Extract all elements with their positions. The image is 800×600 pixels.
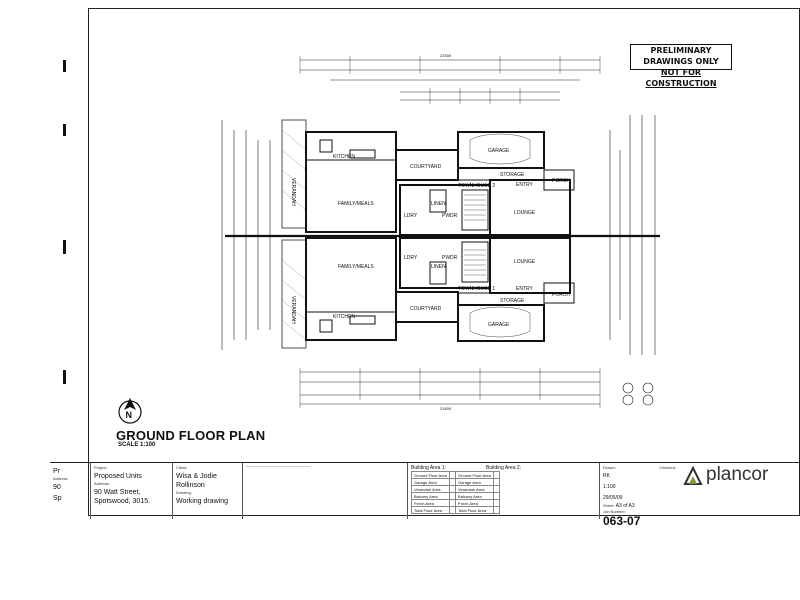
- drawing-value: Working drawing: [176, 498, 229, 505]
- plancor-logo-icon: [683, 465, 703, 485]
- room-label-courtyard-top: COURTYARD: [410, 164, 442, 170]
- brand-name: plancor: [706, 464, 769, 485]
- job-label: Job Number:: [603, 509, 626, 514]
- area-row: Porch Area: [455, 499, 494, 507]
- drawn-label: Drawn:: [603, 465, 616, 470]
- area-row: Porch Area: [411, 499, 450, 507]
- job-number: 063-07: [603, 514, 641, 528]
- client-label: Client:: [176, 465, 188, 470]
- plan-title: GROUND FLOOR PLAN: [116, 428, 266, 443]
- title-block-notes: ──────────────────────────: [242, 463, 407, 519]
- room-label-pwdr-top: PWDR: [442, 213, 458, 219]
- north-label: N: [126, 410, 133, 420]
- room-label-ldry-bottom: LDRY: [404, 255, 418, 261]
- plan-scale: SCALE 1:100: [118, 442, 156, 448]
- area-row: Ground Floor Area: [411, 471, 450, 479]
- area-row: Garage Area: [455, 478, 494, 486]
- room-label-verandah-top: VERANDAH: [290, 178, 296, 206]
- margin-mark: [63, 60, 66, 72]
- drawing-label: Drawing:: [176, 490, 192, 495]
- room-label-linen-bottom: LINEN: [431, 264, 446, 270]
- scale-value: 1:100: [603, 484, 616, 490]
- room-label-entry-top: ENTRY: [516, 182, 534, 188]
- room-label-entry-bottom: ENTRY: [516, 286, 534, 292]
- left-col-2: Address: [53, 476, 68, 481]
- overall-dimension-top: 21500: [440, 53, 452, 58]
- room-label-pwdr-bottom: PWDR: [442, 255, 458, 261]
- room-label-garage-top: GARAGE: [488, 148, 510, 154]
- area2-title: Building Area 2:: [486, 465, 522, 471]
- area-row: Balcony Area: [411, 492, 450, 500]
- room-label-porch-bottom: PORCH: [552, 292, 570, 298]
- room-label-verandah-bottom: VERANDAH: [290, 296, 296, 324]
- left-col-4: Sp: [53, 495, 62, 502]
- room-label-lounge-top: LOUNGE: [514, 210, 536, 216]
- north-arrow-icon: N: [118, 398, 142, 424]
- left-margin-strip: [0, 0, 80, 520]
- left-col-3: 90: [53, 484, 61, 491]
- areas-table: Ground Floor Area Ground Floor Area Gara…: [411, 471, 501, 514]
- margin-mark: [63, 240, 66, 254]
- title-block-project: Project: Proposed Units Address: 90 Watt…: [90, 463, 172, 519]
- title-block-areas: Building Area 1: Building Area 2: Ground…: [407, 463, 599, 519]
- address-value: 90 Watt Street, Spotswood, 3015.: [94, 489, 151, 505]
- area-row: Verandah Area: [411, 485, 450, 493]
- title-block-client: Client: Wisa & Jodie Rollinson Drawing: …: [172, 463, 242, 519]
- room-label-kitchen-top: KITCHEN: [333, 154, 355, 160]
- area-row: Garage Area: [411, 478, 450, 486]
- margin-mark: [63, 370, 66, 384]
- checked-label: Checked:: [659, 465, 676, 470]
- sheet-value: A3 of A3: [615, 503, 635, 509]
- stamp-line-2: NOT FOR CONSTRUCTION: [645, 68, 717, 88]
- floor-plan: VERANDAH VERANDAH KITCHEN KITCHEN FAMILY…: [221, 53, 660, 411]
- area1-title: Building Area 1:: [411, 465, 447, 471]
- room-label-garage-bottom: GARAGE: [488, 322, 510, 328]
- area-row: Balcony Area: [455, 492, 494, 500]
- title-block: Pr Address 90 Sp Project: Proposed Units…: [50, 462, 800, 528]
- project-label: Project:: [94, 465, 108, 470]
- room-label-ldry-top: LDRY: [404, 213, 418, 219]
- client-value: Wisa & Jodie Rollinson: [176, 473, 217, 489]
- notes-block: ──────────────────────────: [246, 465, 311, 469]
- room-label-townhouse-1: TOWNHOUSE 1: [458, 286, 495, 292]
- room-label-linen-top: LINEN: [431, 201, 446, 207]
- room-label-townhouse-2: TOWNHOUSE 2: [458, 183, 495, 189]
- address-label: Address:: [94, 481, 110, 486]
- project-value: Proposed Units: [94, 473, 142, 480]
- room-label-porch-top: PORCH: [552, 178, 570, 184]
- area-row: Total Floor Area: [455, 506, 494, 514]
- room-label-family-top: FAMILY/MEALS: [338, 201, 374, 207]
- margin-mark: [63, 124, 66, 136]
- room-label-kitchen-bottom: KITCHEN: [333, 314, 355, 320]
- room-label-storage-bottom: STORAGE: [500, 298, 525, 304]
- preliminary-stamp: PRELIMINARY DRAWINGS ONLY NOT FOR CONSTR…: [630, 44, 732, 88]
- sheet-label: Sheet:: [603, 503, 615, 508]
- area-row: Ground Floor Area: [455, 471, 494, 479]
- left-col-1: Pr: [53, 468, 60, 475]
- room-label-lounge-bottom: LOUNGE: [514, 259, 536, 265]
- overall-dimension-bottom: 21500: [440, 406, 452, 411]
- drawn-value: RK: [603, 473, 610, 479]
- date-value: 29/05/09: [603, 495, 623, 501]
- room-label-family-bottom: FAMILY/MEALS: [338, 264, 374, 270]
- stamp-line-1: PRELIMINARY DRAWINGS ONLY: [643, 46, 719, 66]
- room-label-courtyard-bottom: COURTYARD: [410, 306, 442, 312]
- title-block-left-col: Pr Address 90 Sp: [50, 463, 90, 519]
- area-row: Verandah Area: [455, 485, 494, 493]
- room-label-storage-top: STORAGE: [500, 172, 525, 178]
- title-block-meta: Drawn: Checked: RK 1:100 29/05/09 Sheet:…: [599, 463, 679, 528]
- area-row: Total Floor Area: [411, 506, 450, 514]
